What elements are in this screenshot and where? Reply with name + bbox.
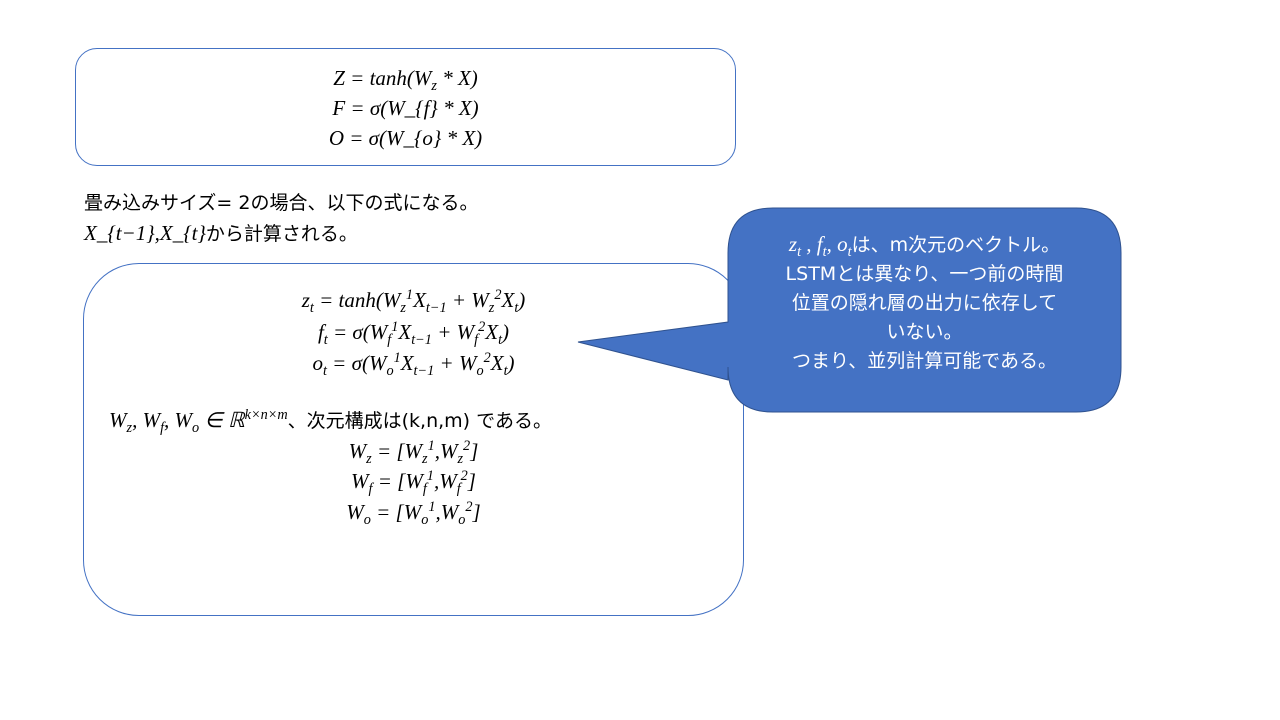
equation-zt: zt = tanh(Wz1Xt−1 + Wz2Xt): [301, 287, 526, 317]
formula-box-top: Z = tanh(Wz * X) F = σ(W_{f} * X) O = σ(…: [75, 48, 736, 166]
intro-line-2-text: から計算される。: [205, 223, 358, 245]
dimension-text: 、次元構成は(k,n,m) である。: [287, 410, 552, 432]
callout-line-1: zt , ft, otは、m次元のベクトル。: [728, 230, 1121, 260]
weight-z: Wz = [Wz1,Wz2]: [348, 438, 479, 468]
equation-o: O = σ(W_{o} * X): [328, 126, 483, 150]
equation-z: Z = tanh(Wz * X): [333, 66, 478, 95]
dimension-math: Wz, Wf, Wo ∈ ℝk×n×m: [109, 407, 288, 437]
intro-line-2: X_{t−1},X_{t}から計算される。: [84, 218, 358, 249]
equation-f: F = σ(W_{f} * X): [332, 96, 479, 120]
callout-line-4: いない。: [886, 321, 963, 343]
weight-f: Wf = [Wf1,Wf2]: [351, 468, 476, 498]
callout-line-2: LSTMとは異なり、一つ前の時間: [785, 263, 1064, 285]
equation-ot: ot = σ(Wo1Xt−1 + Wo2Xt): [312, 350, 515, 380]
intro-line-1: 畳み込みサイズ= 2の場合、以下の式になる。: [84, 192, 479, 214]
callout-line-1-math: zt , ft, ot: [788, 232, 852, 261]
equation-ft: ft = σ(Wf1Xt−1 + Wf2Xt): [317, 319, 510, 349]
formula-box-main: zt = tanh(Wz1Xt−1 + Wz2Xt) ft = σ(Wf1Xt−…: [83, 263, 744, 616]
dimension-line: Wz, Wf, Wo ∈ ℝk×n×m、次元構成は(k,n,m) である。: [109, 405, 552, 436]
weight-o: Wo = [Wo1,Wo2]: [346, 499, 481, 529]
intro-line-2-math: X_{t−1},X_{t}: [84, 221, 206, 245]
callout-line-5: つまり、並列計算可能である。: [791, 350, 1058, 372]
callout-line-3: 位置の隠れ層の出力に依存して: [791, 292, 1058, 314]
callout-line-1-text: は、m次元のベクトル。: [851, 234, 1061, 256]
callout-text: zt , ft, otは、m次元のベクトル。 LSTMとは異なり、一つ前の時間 …: [728, 230, 1121, 376]
